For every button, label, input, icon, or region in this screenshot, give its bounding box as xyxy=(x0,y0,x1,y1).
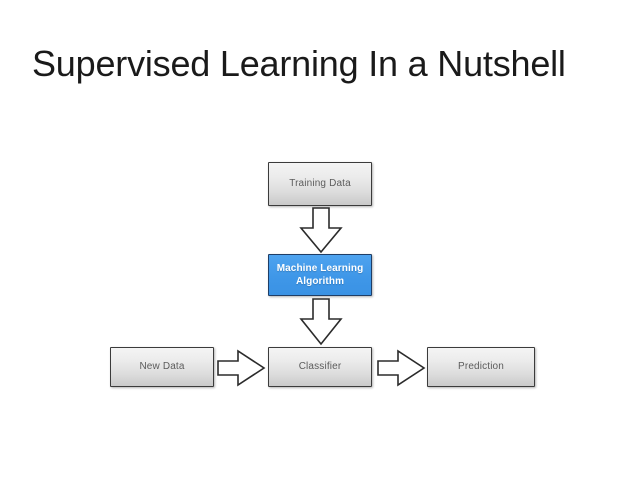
node-new-data[interactable]: New Data xyxy=(110,347,214,387)
node-classifier[interactable]: Classifier xyxy=(268,347,372,387)
arrow-down-training-to-algorithm xyxy=(299,207,343,254)
node-algorithm-label: Machine Learning Algorithm xyxy=(277,262,364,288)
node-new-data-label: New Data xyxy=(139,361,185,372)
node-prediction[interactable]: Prediction xyxy=(427,347,535,387)
arrow-down-algorithm-to-classifier xyxy=(299,298,343,346)
node-machine-learning-algorithm[interactable]: Machine Learning Algorithm xyxy=(268,254,372,296)
node-prediction-label: Prediction xyxy=(458,361,504,372)
node-classifier-label: Classifier xyxy=(298,361,342,372)
arrow-right-newdata-to-classifier xyxy=(217,349,266,387)
arrow-right-classifier-to-prediction xyxy=(377,349,426,387)
node-training-data[interactable]: Training Data xyxy=(268,162,372,206)
node-algorithm-label-line1: Machine Learning xyxy=(276,263,364,274)
node-training-data-label: Training Data xyxy=(289,178,351,189)
node-algorithm-label-line2: Algorithm xyxy=(295,276,345,287)
page-title: Supervised Learning In a Nutshell xyxy=(32,43,566,84)
